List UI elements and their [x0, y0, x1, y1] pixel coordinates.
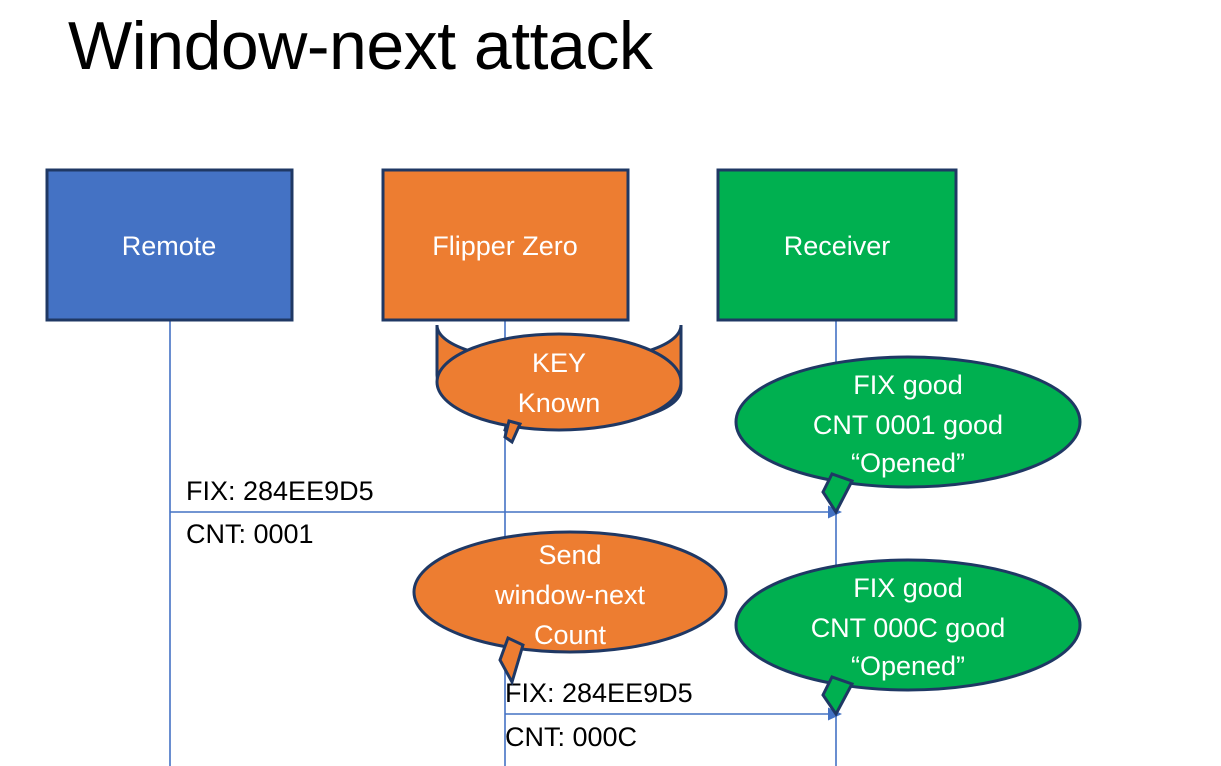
- callout-tail: [821, 472, 855, 515]
- callout-line-2: “Opened”: [851, 651, 965, 681]
- callout-ellipse: [435, 332, 683, 432]
- callout-ellipse: [412, 530, 728, 654]
- callout-tail: [503, 419, 523, 445]
- callout-tail: [498, 635, 525, 686]
- actor-box-remote[interactable]: Remote: [45, 168, 294, 322]
- callout-tail: [821, 675, 855, 717]
- message-label-fix: FIX: 284EE9D5: [186, 476, 374, 506]
- callout-line-2: “Opened”: [851, 448, 965, 478]
- callout-receiver-second-accept[interactable]: FIX good CNT 000C good “Opened”: [734, 558, 1082, 717]
- message-label-fix: FIX: 284EE9D5: [505, 678, 693, 708]
- message-flipper-to-receiver: FIX: 284EE9D5 CNT: 000C: [505, 678, 842, 752]
- callout-flipper-send-window-next[interactable]: Send window-next Count: [412, 530, 728, 686]
- callout-receiver-first-accept[interactable]: FIX good CNT 0001 good “Opened”: [734, 355, 1082, 515]
- callout-line-1: Known: [518, 388, 601, 418]
- callout-line-0: KEY: [532, 348, 586, 378]
- page-title: Window-next attack: [68, 8, 653, 84]
- callout-line-1: CNT 000C good: [811, 613, 1006, 643]
- message-label-cnt: CNT: 000C: [505, 722, 637, 752]
- actor-box-flipper[interactable]: Flipper Zero: [381, 168, 630, 322]
- actor-rect: [716, 168, 958, 322]
- actor-label-receiver: Receiver: [784, 231, 891, 261]
- callout-line-1: window-next: [494, 580, 646, 610]
- callout-line-0: FIX good: [853, 573, 963, 603]
- callout-line-0: FIX good: [853, 370, 963, 400]
- actor-label-remote: Remote: [122, 231, 217, 261]
- message-label-cnt: CNT: 0001: [186, 519, 314, 549]
- actor-label-flipper: Flipper Zero: [432, 231, 578, 261]
- callout-line-2: Count: [534, 620, 607, 650]
- callout-ellipse: [734, 558, 1082, 692]
- actor-box-receiver[interactable]: Receiver: [716, 168, 958, 322]
- message-remote-to-receiver: FIX: 284EE9D5 CNT: 0001: [170, 476, 842, 549]
- callout-flipper-key-known[interactable]: KEY Known: [435, 324, 683, 445]
- actor-rect: [45, 168, 294, 322]
- callout-line-1: CNT 0001 good: [813, 410, 1003, 440]
- callout-ellipse: [734, 355, 1082, 489]
- actor-rect: [381, 168, 630, 322]
- callout-line-0: Send: [538, 540, 601, 570]
